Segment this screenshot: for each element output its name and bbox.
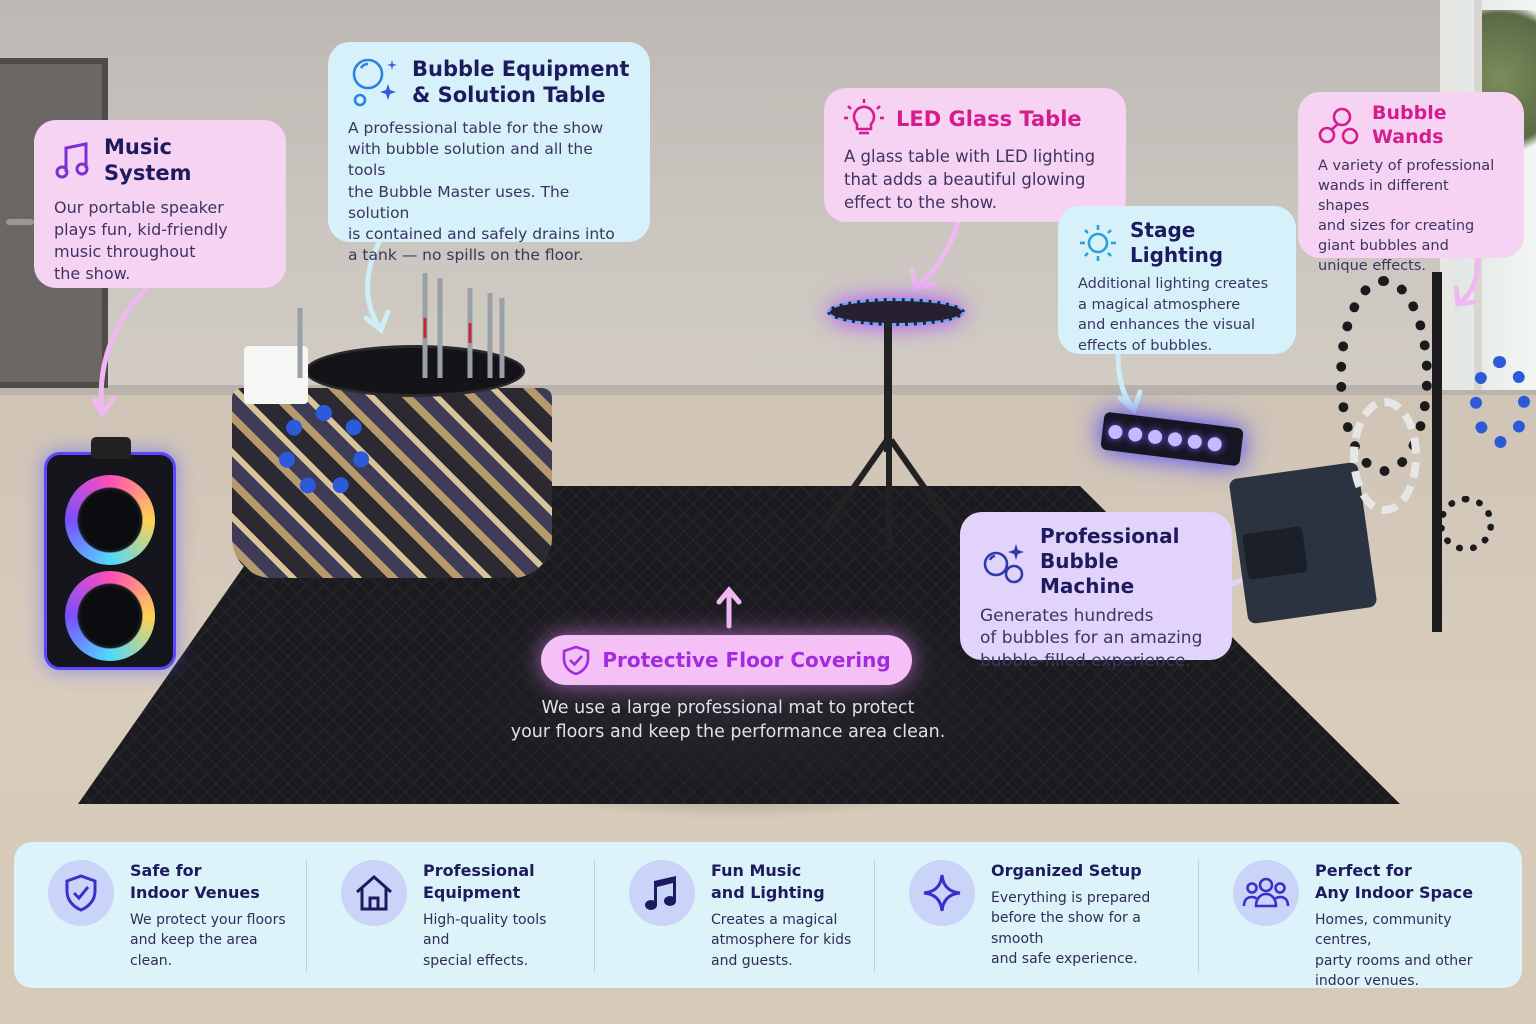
stage-lighting-title: Stage Lighting	[1130, 218, 1224, 267]
led-arrow	[915, 219, 961, 288]
bubble-machine-title: Professional Bubble Machine	[1040, 524, 1180, 598]
sparkle-icon	[923, 874, 961, 912]
sun-icon	[1080, 225, 1116, 261]
music-note-icon	[55, 142, 89, 179]
shield-check-icon	[65, 874, 97, 912]
bubbles-icon	[983, 543, 1024, 583]
feature-icon-circle	[1233, 860, 1299, 926]
protective-floor-covering-title: Protective Floor Covering	[602, 648, 891, 672]
people-group-icon	[1242, 877, 1290, 908]
led-glass-table-top	[827, 298, 965, 326]
white-ring-wand	[1350, 398, 1420, 514]
led-arrow-head	[909, 267, 937, 291]
bubble-wands-callout: Bubble Wands A variety of professional w…	[1298, 92, 1524, 274]
wand-rings-icon	[1318, 107, 1359, 145]
paper-towel-roll	[282, 346, 308, 404]
feature-icon-circle	[629, 860, 695, 926]
music-arrow-head	[91, 395, 117, 419]
bubble-equipment-description: A professional table for the show with b…	[348, 119, 615, 265]
feature-icon-circle	[909, 860, 975, 926]
led-table-stand	[884, 322, 892, 452]
bubble-equipment-title: Bubble Equipment & Solution Table	[412, 56, 630, 107]
table-arrow	[365, 237, 383, 331]
bubble-equipment-callout: Bubble Equipment & Solution Table A prof…	[328, 42, 650, 264]
bubble-wands-description: A variety of professional wands in diffe…	[1318, 157, 1495, 274]
music-note-icon	[645, 876, 676, 910]
tripod-leg	[886, 440, 892, 550]
stage-arrow-head	[1117, 389, 1143, 415]
stage-lighting-description: Additional lighting creates a magical at…	[1078, 276, 1269, 354]
bubbles-sparkle-icon	[352, 58, 397, 107]
bubble-machine-description: Generates hundreds of bubbles for an ama…	[980, 606, 1203, 671]
led-glass-table-title: LED Glass Table	[896, 106, 1082, 131]
shield-check-icon	[563, 645, 590, 675]
music-system-description: Our portable speaker plays fun, kid-frie…	[54, 197, 228, 283]
bubble-machine-panel	[1242, 526, 1309, 580]
small-ring-wand	[1438, 496, 1494, 552]
door-handle	[6, 219, 34, 225]
stage-lighting-callout: Stage Lighting Additional lighting creat…	[1058, 206, 1296, 354]
baseboard	[0, 385, 1536, 395]
feature-icon-circle	[48, 860, 114, 926]
feature-title: Organized Setup	[991, 861, 1142, 880]
wand-rack-pole	[1432, 272, 1442, 632]
light-bulb-icon	[844, 99, 884, 135]
music-system-title: Music System	[104, 135, 192, 186]
music-arrow	[98, 281, 153, 413]
bubble-machine-callout: Professional Bubble Machine Generates hu…	[960, 512, 1232, 671]
speaker-woofer-bottom	[65, 571, 155, 661]
wands-arrow-head	[1453, 285, 1477, 307]
wands-arrow	[1457, 255, 1481, 305]
house-icon	[356, 874, 392, 911]
floor-arrow-head	[716, 586, 742, 605]
blue-ring-wand	[1470, 356, 1530, 448]
bubble-ring-wand	[278, 405, 370, 497]
table-arrow-head	[363, 309, 391, 335]
callout-arrows	[91, 219, 1481, 629]
protective-floor-covering-badge: Protective Floor Covering	[541, 635, 912, 685]
led-glass-table-description: A glass table with LED lighting that add…	[844, 147, 1096, 212]
speaker-woofer-top	[65, 475, 155, 565]
bubble-solution-table	[232, 388, 552, 578]
protective-floor-covering-description: We use a large professional mat to prote…	[510, 698, 946, 743]
speaker-handle	[91, 437, 131, 459]
led-glass-table-callout: LED Glass Table A glass table with LED l…	[824, 88, 1126, 222]
feature-icon-circle	[341, 860, 407, 926]
bubble-wands-title: Bubble Wands	[1372, 102, 1447, 148]
portable-speaker	[44, 437, 176, 670]
music-system-callout: Music System Our portable speaker plays …	[34, 120, 286, 288]
feature-description: Homes, community centres,party rooms and…	[1315, 912, 1473, 990]
table-wand-poles	[297, 273, 505, 378]
